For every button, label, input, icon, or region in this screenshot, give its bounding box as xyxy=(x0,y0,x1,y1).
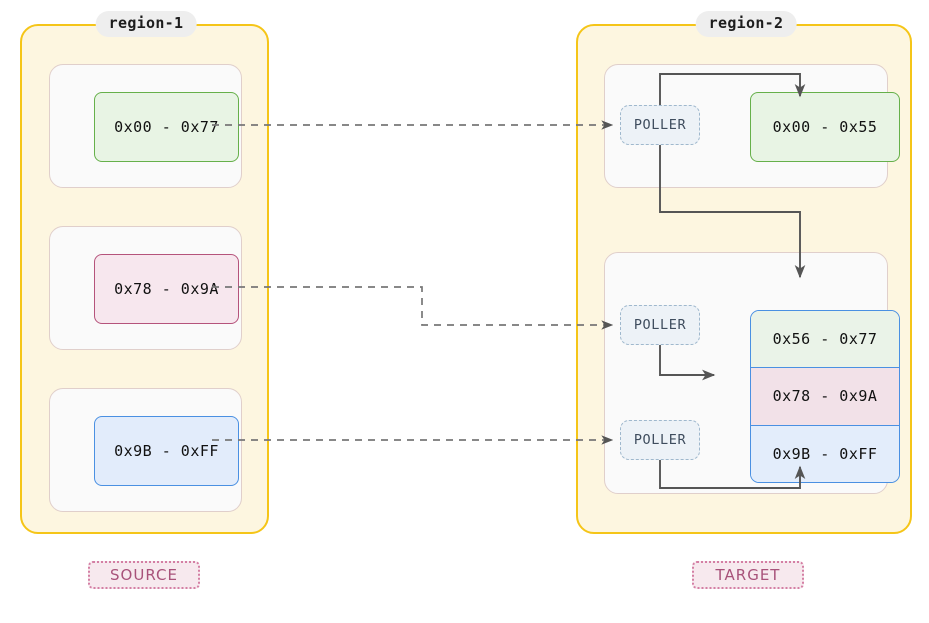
poller-bottom[interactable]: POLLER xyxy=(620,420,700,460)
target-range-0x9B-0xFF[interactable]: 0x9B - 0xFF xyxy=(751,425,899,482)
target-range-0x78-0x9A[interactable]: 0x78 - 0x9A xyxy=(751,367,899,426)
region-1-label: region-1 xyxy=(95,11,197,37)
source-card-2: 0x78 - 0x9A xyxy=(49,226,242,350)
source-card-1: 0x00 - 0x77 xyxy=(49,64,242,188)
source-card-3: 0x9B - 0xFF xyxy=(49,388,242,512)
source-range-0x9B-0xFF[interactable]: 0x9B - 0xFF xyxy=(94,416,239,486)
target-badge: TARGET xyxy=(692,561,804,589)
source-range-0x00-0x77[interactable]: 0x00 - 0x77 xyxy=(94,92,239,162)
edge-source2-to-poller2 xyxy=(212,286,614,330)
poller-middle[interactable]: POLLER xyxy=(620,305,700,345)
region-2-label: region-2 xyxy=(695,11,797,37)
target-range-stack: 0x56 - 0x77 0x78 - 0x9A 0x9B - 0xFF xyxy=(750,310,900,483)
source-range-0x78-0x9A[interactable]: 0x78 - 0x9A xyxy=(94,254,239,324)
poller-top[interactable]: POLLER xyxy=(620,105,700,145)
target-range-0x56-0x77[interactable]: 0x56 - 0x77 xyxy=(751,311,899,368)
source-badge: SOURCE xyxy=(88,561,200,589)
region-1-container: region-1 0x00 - 0x77 0x78 - 0x9A 0x9B - … xyxy=(20,11,269,534)
target-range-0x00-0x55[interactable]: 0x00 - 0x55 xyxy=(750,92,900,162)
